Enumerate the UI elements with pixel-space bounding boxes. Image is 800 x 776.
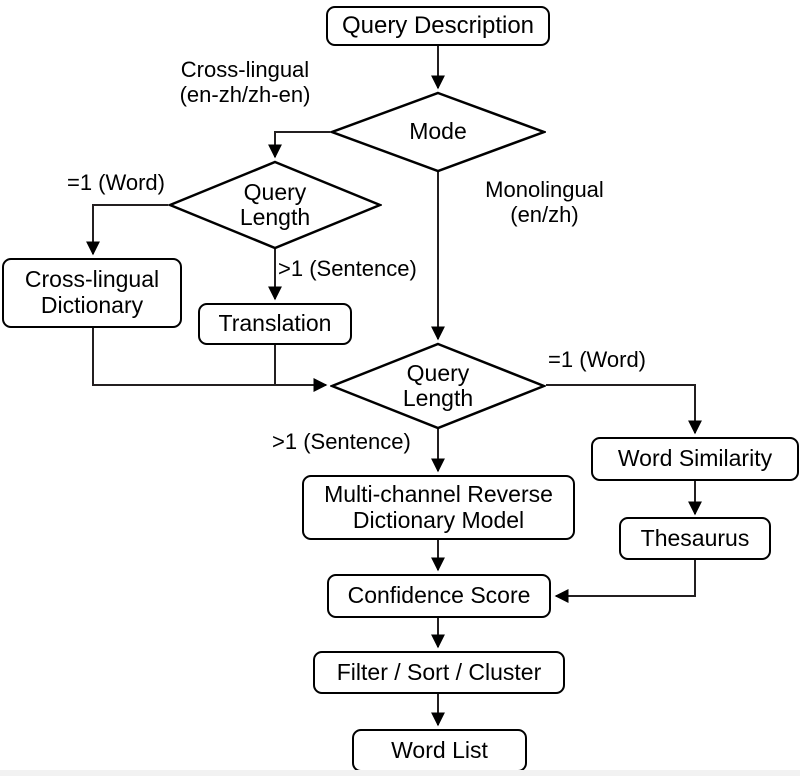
query-length-cross-diamond-shape	[168, 160, 382, 250]
node-multi-channel-model-label: Multi-channel Reverse Dictionary Model	[324, 480, 553, 533]
node-cross-lingual-dictionary-label: Cross-lingual Dictionary	[24, 266, 160, 318]
node-thesaurus-label: Thesaurus	[640, 524, 750, 551]
node-word-list[interactable]: Word List	[352, 729, 527, 772]
node-filter-sort-cluster-label: Filter / Sort / Cluster	[336, 658, 542, 685]
edge-label-word-right: =1 (Word)	[548, 347, 647, 372]
query-length-main-diamond-shape	[330, 342, 546, 430]
node-multi-channel-model[interactable]: Multi-channel Reverse Dictionary Model	[302, 475, 575, 540]
node-query-length-cross-label: Query Length	[239, 178, 311, 230]
node-word-list-label: Word List	[391, 736, 488, 763]
node-cross-lingual-dictionary[interactable]: Cross-lingual Dictionary	[2, 258, 182, 328]
edge-label-word-left: =1 (Word)	[66, 170, 165, 195]
node-confidence-score-label: Confidence Score	[347, 582, 531, 609]
edge-mode-querylength-cross	[268, 131, 330, 159]
node-query-description[interactable]: Query Description	[326, 6, 550, 46]
node-mode[interactable]: Mode	[330, 91, 546, 173]
node-word-similarity-label: Word Similarity	[617, 445, 773, 472]
edge-label-monolingual: Monolingual (en/zh)	[485, 177, 604, 227]
node-word-similarity[interactable]: Word Similarity	[591, 437, 799, 481]
node-translation-label: Translation	[218, 310, 332, 337]
edge-label-sentence-left: >1 (Sentence)	[278, 256, 417, 281]
node-query-length-main-label: Query Length	[402, 359, 474, 411]
edge-querylength-crossdict	[86, 204, 168, 256]
edge-thesaurus-confidence	[554, 560, 696, 603]
node-thesaurus[interactable]: Thesaurus	[619, 517, 771, 560]
edge-querylength-wordsimilarity	[546, 384, 702, 435]
edge-label-cross-lingual: Cross-lingual (en-zh/zh-en)	[179, 57, 311, 107]
mode-diamond-shape	[330, 91, 546, 173]
node-filter-sort-cluster[interactable]: Filter / Sort / Cluster	[313, 651, 565, 694]
bottom-strip	[0, 770, 800, 776]
node-confidence-score[interactable]: Confidence Score	[327, 574, 551, 618]
node-query-description-label: Query Description	[341, 11, 535, 39]
node-query-length-cross[interactable]: Query Length	[168, 160, 382, 250]
edge-label-sentence-main: >1 (Sentence)	[272, 429, 411, 454]
node-translation[interactable]: Translation	[198, 303, 352, 345]
node-query-length-main[interactable]: Query Length	[330, 342, 546, 430]
node-mode-label: Mode	[409, 118, 467, 145]
